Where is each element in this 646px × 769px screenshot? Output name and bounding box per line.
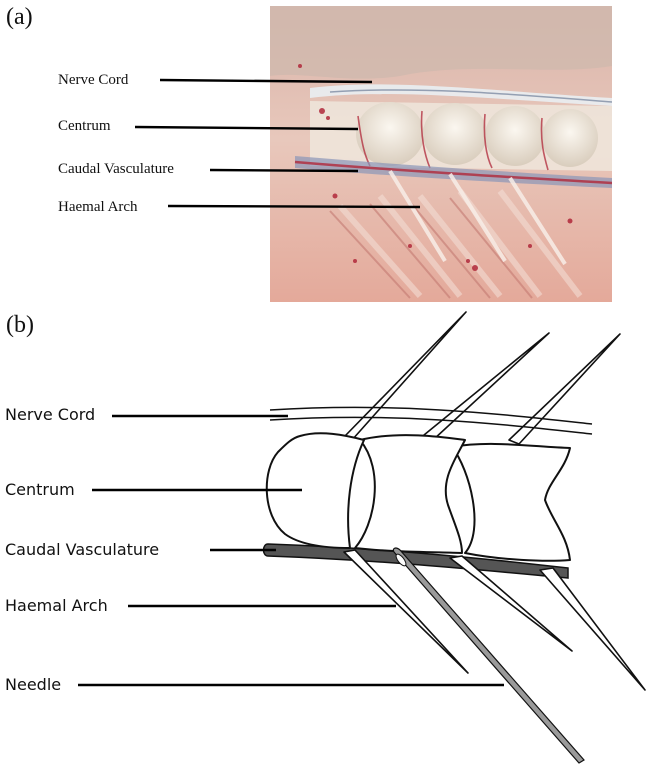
leader-a-haemal-arch	[168, 206, 420, 207]
label-b-centrum: Centrum	[5, 480, 75, 499]
leader-a-caudal-vasculature	[210, 170, 358, 171]
panel-a-leader-lines	[0, 0, 646, 300]
label-b-caudal-vasculature: Caudal Vasculature	[5, 540, 159, 559]
leader-a-nerve-cord	[160, 80, 372, 82]
centrum-2	[355, 435, 465, 553]
haemal-arch-3	[540, 568, 645, 690]
label-b-haemal-arch: Haemal Arch	[5, 596, 108, 615]
label-b-nerve-cord: Nerve Cord	[5, 405, 95, 424]
label-b-needle: Needle	[5, 675, 61, 694]
centrum-3	[452, 444, 570, 561]
leader-a-centrum	[135, 127, 358, 129]
spine-schematic	[0, 300, 646, 769]
